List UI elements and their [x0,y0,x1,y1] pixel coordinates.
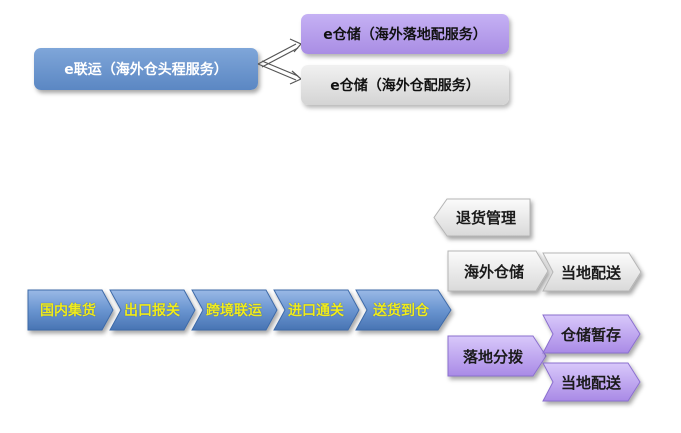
chevron-local-delivery-1 [542,252,642,292]
service-box-e-storage-fulfillment: e仓储（海外仓配服务） [301,65,509,105]
chevron-export-declaration [109,289,196,331]
chevron-temp-storage [542,314,641,354]
service-box-e-storage-last-mile-label: e仓储（海外落地配服务） [323,27,487,43]
chevron-deliver-to-warehouse [355,289,452,331]
step-label-4: 进口通关 [288,303,344,319]
overseas-warehouse-label: 海外仓储 [463,262,524,281]
chevron-cross-border-transport [191,289,278,331]
chevron-import-clearance [273,289,360,331]
step-label-1: 国内集货 [40,303,96,319]
service-box-e-freight: e联运（海外仓头程服务） [34,48,258,90]
service-box-e-freight-label: e联运（海外仓头程服务） [64,62,228,78]
returns-label: 退货管理 [455,209,516,227]
step-label-3: 跨境联运 [206,303,262,319]
landing-split-label: 落地分拨 [462,347,523,366]
local-delivery-1-label: 当地配送 [560,263,621,282]
chevron-domestic-consolidation [27,289,114,331]
local-delivery-2-label: 当地配送 [560,373,621,392]
chevron-returns [433,198,531,237]
chevron-landing-split [447,335,547,377]
step-label-2: 出口报关 [124,303,180,319]
chevron-overseas-warehouse [447,250,549,292]
main-flow-chevrons [27,289,452,331]
step-label-5: 送货到仓 [373,303,429,319]
service-box-e-storage-last-mile: e仓储（海外落地配服务） [301,14,509,54]
chevron-local-delivery-2 [542,362,641,402]
service-box-e-storage-fulfillment-label: e仓储（海外仓配服务） [330,78,480,94]
temp-storage-label: 仓储暂存 [560,325,621,344]
